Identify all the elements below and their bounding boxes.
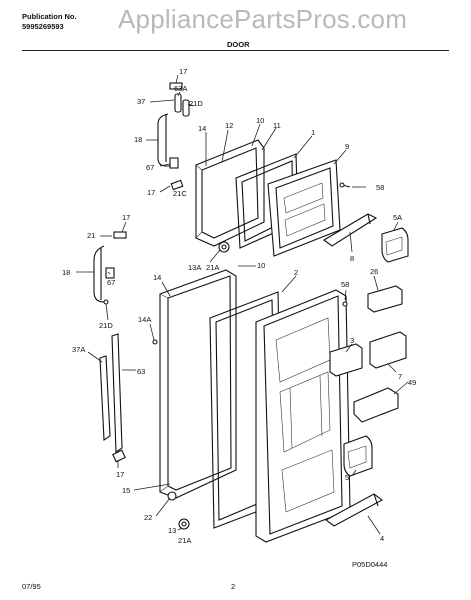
label-21C: 21C xyxy=(173,189,187,198)
label-14-mid: 14 xyxy=(153,273,161,282)
upper-inner-liner-9 xyxy=(267,159,341,257)
label-17-mid: 17 xyxy=(147,188,155,197)
label-63: 63 xyxy=(137,367,145,376)
label-4: 4 xyxy=(380,534,384,543)
publication-label: Publication No. xyxy=(22,12,77,21)
page-number: 2 xyxy=(231,582,236,591)
door-bin-5A xyxy=(381,227,409,263)
label-3: 3 xyxy=(350,336,354,345)
label-67-top: 67 xyxy=(146,163,154,172)
label-67-left: 67 xyxy=(107,278,115,287)
label-12: 12 xyxy=(225,121,233,130)
label-17-left: 17 xyxy=(122,213,130,222)
lower-door-outer-panel xyxy=(159,269,237,499)
label-37A: 37A xyxy=(72,345,85,354)
label-11: 11 xyxy=(273,121,281,130)
hinge-67-lower xyxy=(105,267,115,279)
label-14-top: 14 xyxy=(198,124,206,133)
label-15: 15 xyxy=(122,486,130,495)
footer-date: 07/95 xyxy=(22,582,41,591)
hinge-cap-17-left xyxy=(113,231,127,239)
diagram-code: P05D0444 xyxy=(352,560,388,569)
trim-strip-37A xyxy=(99,355,111,441)
label-21D-left: 21D xyxy=(99,321,113,330)
label-5: 5 xyxy=(345,473,349,482)
door-bin-5 xyxy=(343,435,373,477)
publication-number: 5995269593 xyxy=(22,22,64,31)
label-9: 9 xyxy=(345,142,349,151)
hinge-cap-17-lower xyxy=(112,449,126,463)
label-49: 49 xyxy=(408,378,416,387)
label-10-mid: 10 xyxy=(257,261,265,270)
plug-14A xyxy=(152,339,158,345)
door-bin-49 xyxy=(353,387,399,423)
lower-inner-liner xyxy=(255,289,351,543)
label-21A-top: 21A xyxy=(206,263,219,272)
label-63A: 63A xyxy=(174,84,187,93)
label-18-top: 18 xyxy=(134,135,142,144)
dairy-shelf-26 xyxy=(367,285,403,313)
label-21D-top: 21D xyxy=(189,99,203,108)
label-10-top: 10 xyxy=(256,116,264,125)
label-58-mid: 58 xyxy=(341,280,349,289)
label-37: 37 xyxy=(137,97,145,106)
screw-head-58 xyxy=(339,182,345,188)
label-22: 22 xyxy=(144,513,152,522)
hinge-pin-21C xyxy=(170,179,184,191)
door-rail-4 xyxy=(324,493,384,527)
label-13: 13 xyxy=(168,526,176,535)
label-14A: 14A xyxy=(138,315,151,324)
watermark: AppliancePartsPros.com xyxy=(118,4,408,34)
handle-end-37 xyxy=(174,93,182,113)
hinge-13A xyxy=(218,241,230,253)
label-58-top: 58 xyxy=(376,183,384,192)
label-26: 26 xyxy=(370,267,378,276)
door-shelf-7 xyxy=(369,331,407,369)
hinge-13-bottom xyxy=(178,518,190,530)
label-21A-bot: 21A xyxy=(178,536,191,545)
door-rail-8 xyxy=(323,213,378,247)
label-21-left: 21 xyxy=(87,231,95,240)
label-17-top: 17 xyxy=(179,67,187,76)
hinge-67-upper xyxy=(169,157,179,169)
handle-18-upper xyxy=(157,113,170,167)
screw-58-lower xyxy=(342,301,348,307)
header-divider xyxy=(22,50,449,51)
screw-21D-lower xyxy=(103,299,109,305)
label-7: 7 xyxy=(398,372,402,381)
door-shelf-3 xyxy=(329,343,363,377)
section-title: DOOR xyxy=(227,40,250,49)
label-1: 1 xyxy=(311,128,315,137)
leader-lines xyxy=(76,74,409,535)
label-5A: 5A xyxy=(393,213,402,222)
handle-18-lower xyxy=(93,245,105,303)
label-13A: 13A xyxy=(188,263,201,272)
upper-door-outer-panel xyxy=(195,139,265,247)
label-8: 8 xyxy=(350,254,354,263)
trim-strip-63 xyxy=(111,333,123,454)
part-labels: 17 63A 37 21D 18 14 12 10 11 1 9 67 17 2… xyxy=(62,67,416,545)
label-17-bot: 17 xyxy=(116,470,124,479)
label-2: 2 xyxy=(294,268,298,277)
label-18-left: 18 xyxy=(62,268,70,277)
handle-cap-21D xyxy=(182,99,190,117)
